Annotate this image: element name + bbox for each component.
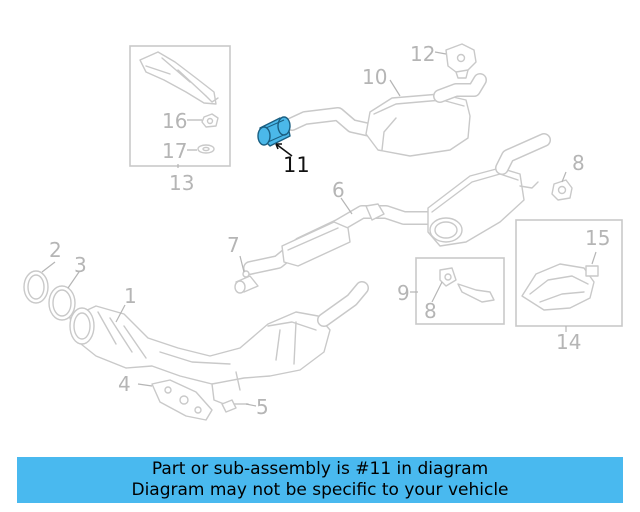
callout-labels: 1 2 3 4 5 6 7 8 8 9 10 11 12 13 14 15 16… xyxy=(49,42,610,419)
inset-box-13 xyxy=(129,45,231,167)
callout-8-box: 8 xyxy=(424,299,437,323)
inset-box-14 xyxy=(515,219,623,327)
callout-15: 15 xyxy=(585,226,610,250)
info-banner: Part or sub-assembly is #11 in diagram D… xyxy=(17,457,623,503)
callout-4: 4 xyxy=(118,372,131,396)
callout-8-top: 8 xyxy=(572,151,585,175)
callout-17: 17 xyxy=(162,139,187,163)
part-3-gasket[interactable] xyxy=(48,285,76,321)
callout-1: 1 xyxy=(124,284,137,308)
part-2-gasket[interactable] xyxy=(23,270,49,304)
callout-5: 5 xyxy=(256,395,269,419)
part-16-clip[interactable] xyxy=(201,113,219,128)
part-17-nut[interactable] xyxy=(197,144,215,154)
part-11-clamp-highlighted[interactable] xyxy=(257,116,291,147)
part-10-rear-muffler[interactable] xyxy=(285,73,487,157)
callout-14: 14 xyxy=(556,330,581,354)
callout-13: 13 xyxy=(169,171,194,195)
callout-7: 7 xyxy=(227,233,240,257)
part-6-intermediate-pipe[interactable] xyxy=(243,133,551,275)
banner-line-2: Diagram may not be specific to your vehi… xyxy=(131,480,509,500)
leader-lines xyxy=(41,51,597,407)
callout-2: 2 xyxy=(49,238,62,262)
callout-3: 3 xyxy=(74,253,87,277)
part-4-flange-gasket[interactable] xyxy=(151,379,213,421)
callout-10: 10 xyxy=(362,65,387,89)
callout-16: 16 xyxy=(162,109,187,133)
part-5-bolt[interactable] xyxy=(221,399,249,413)
inset-box-9 xyxy=(415,257,505,325)
callout-12: 12 xyxy=(410,42,435,66)
banner-line-1: Part or sub-assembly is #11 in diagram xyxy=(151,459,489,479)
part-8-hanger-top[interactable] xyxy=(551,179,573,201)
callout-6: 6 xyxy=(332,178,345,202)
exhaust-parts-diagram: 1 2 3 4 5 6 7 8 8 9 10 11 12 13 14 15 16… xyxy=(23,42,623,421)
callout-11: 11 xyxy=(283,153,310,177)
callout-9: 9 xyxy=(397,281,410,305)
part-1-front-pipe-converter[interactable] xyxy=(69,281,369,405)
part-12-hanger[interactable] xyxy=(445,43,477,79)
part-7-clamp[interactable] xyxy=(234,270,259,294)
